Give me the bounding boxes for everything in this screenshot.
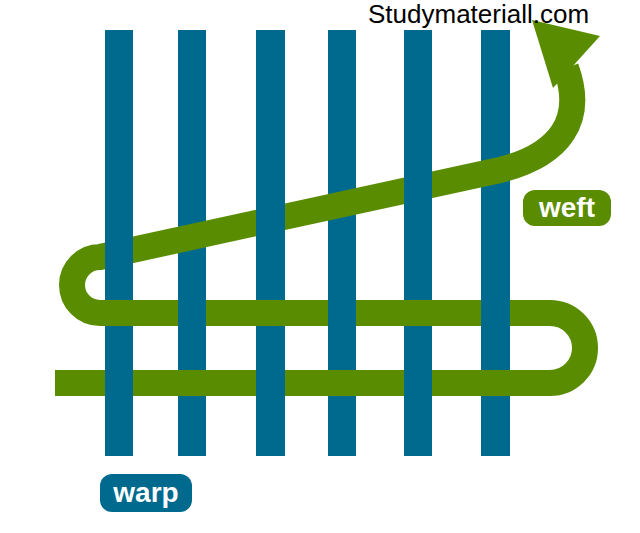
warp-over-weft (105, 166, 510, 398)
warp-crossing (256, 368, 285, 398)
weft-tag: weft (523, 190, 611, 226)
warp-crossing (404, 166, 432, 210)
thread-label: warp (113, 479, 178, 507)
warp-crossing (105, 231, 133, 275)
warp-crossing (481, 298, 510, 328)
warp-crossing (404, 368, 432, 398)
warp-crossing (105, 368, 133, 398)
weft-arrowhead (532, 20, 600, 88)
warp-tag: warp (100, 474, 192, 512)
warp-thread (105, 30, 133, 456)
thread-label: weft (539, 194, 595, 222)
warp-crossing (178, 298, 206, 328)
watermark: Studymateriall.com (368, 0, 589, 29)
warp-thread (256, 30, 285, 456)
warp-thread (404, 30, 432, 456)
warp-crossing (328, 298, 356, 328)
warp-crossing (256, 198, 285, 242)
weft-thread (55, 68, 585, 383)
